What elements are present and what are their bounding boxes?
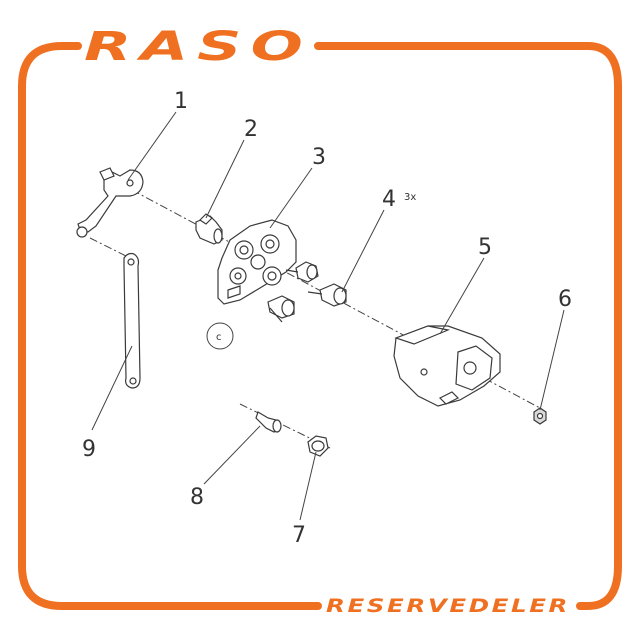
leader-1 — [127, 111, 177, 181]
part-link-rod — [123, 252, 141, 389]
part-housing — [393, 325, 501, 407]
callout-3: 3 — [312, 145, 326, 170]
frame-border — [18, 42, 622, 610]
callout-4-quantity: 3x — [404, 192, 416, 203]
part-screw-b — [307, 283, 347, 307]
leader-4 — [341, 209, 385, 293]
leader-3 — [269, 167, 313, 229]
part-screw-c — [267, 295, 295, 323]
callout-7: 7 — [292, 523, 306, 548]
part-shaft-pin — [195, 213, 223, 245]
brand-logo: RASO — [84, 24, 312, 70]
leader-2 — [205, 139, 245, 219]
detail-marker-circle — [206, 322, 234, 350]
detail-marker-label: c — [216, 332, 222, 343]
callout-8: 8 — [190, 485, 204, 510]
part-lock-nut — [307, 435, 329, 457]
callout-6: 6 — [558, 287, 572, 312]
callout-5: 5 — [478, 235, 492, 260]
part-crank-arm — [76, 167, 144, 238]
part-screw-a — [285, 261, 319, 283]
leader-5 — [439, 257, 485, 335]
part-nut — [533, 407, 547, 425]
footer-label: RESERVEDELER — [326, 595, 570, 617]
callout-9: 9 — [82, 437, 96, 462]
callout-2: 2 — [244, 117, 258, 142]
callout-4: 4 — [382, 187, 396, 212]
leader-6 — [539, 309, 565, 411]
part-bolt — [255, 411, 282, 433]
leader-8 — [203, 425, 261, 485]
callout-1: 1 — [174, 89, 188, 114]
axis-arm — [89, 237, 131, 259]
part-mounting-plate — [217, 219, 297, 305]
leader-9 — [91, 345, 133, 431]
leader-7 — [299, 451, 317, 521]
